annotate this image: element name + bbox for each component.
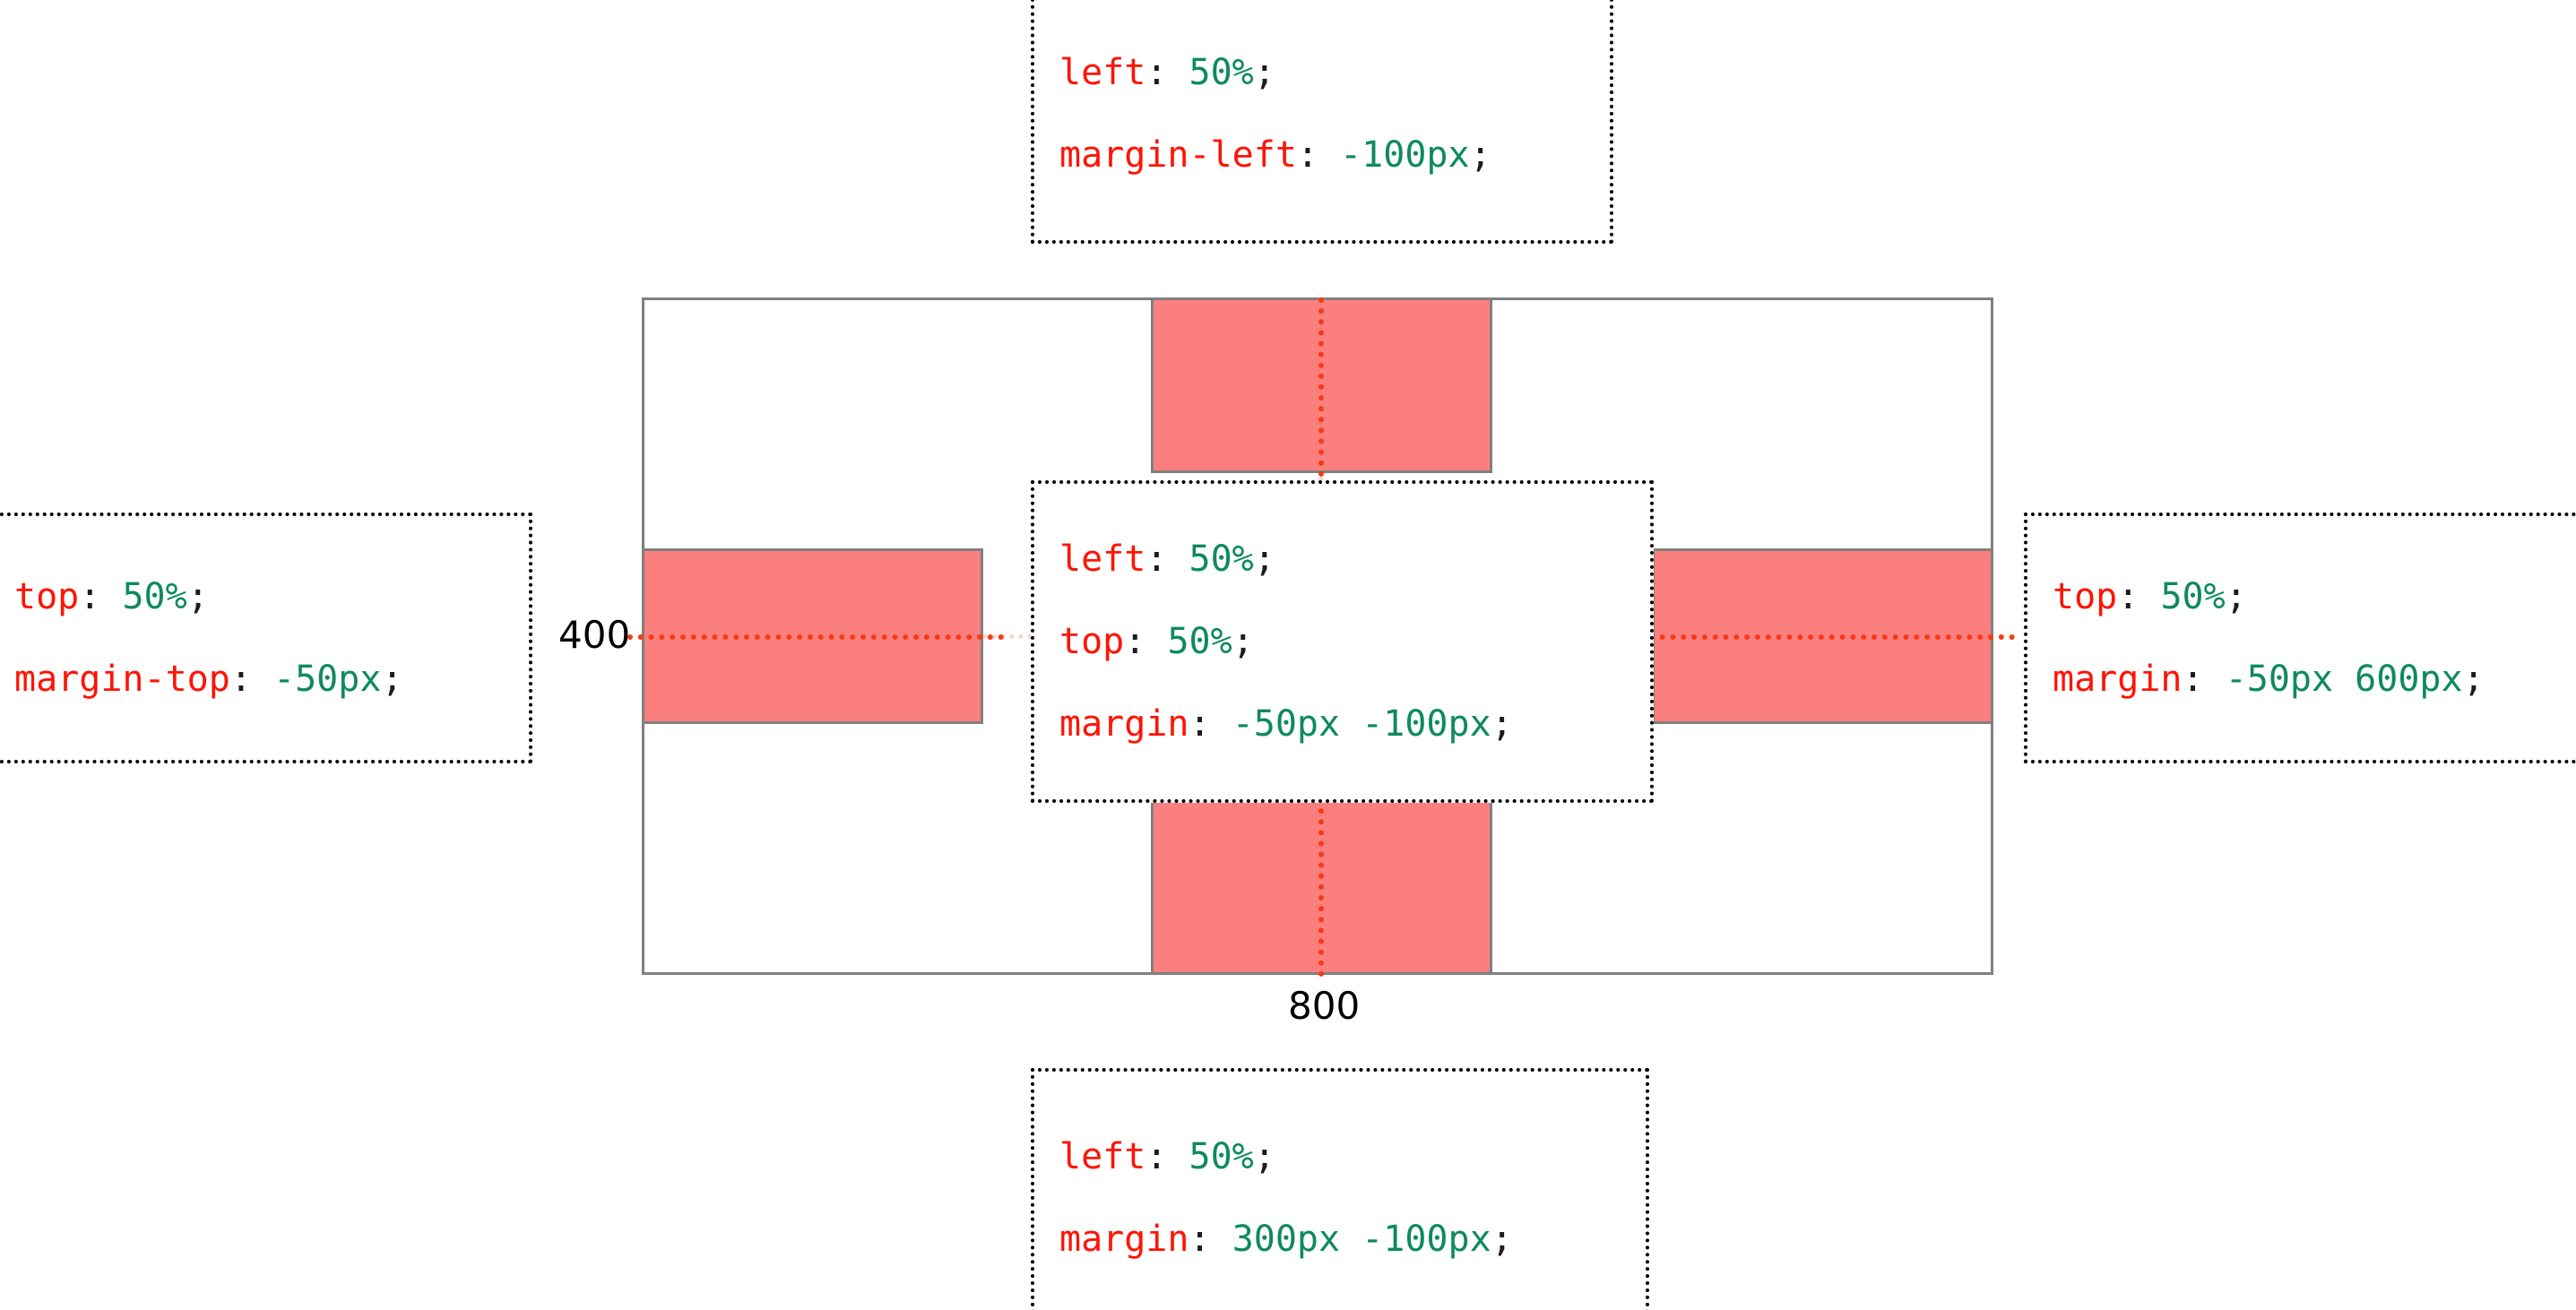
code-line: top: 50%; bbox=[1059, 624, 1625, 659]
right-annotation: top: 50%; margin: -50px 600px; bbox=[2024, 513, 2576, 763]
guide-line-vertical-top bbox=[1318, 297, 1324, 477]
css-property: top bbox=[1059, 621, 1125, 662]
css-separator: : bbox=[229, 659, 252, 700]
css-terminator: ; bbox=[1253, 539, 1275, 580]
code-line: top: 50%; bbox=[2053, 579, 2569, 615]
css-separator: : bbox=[1189, 703, 1211, 745]
container-height-label: 400 bbox=[558, 613, 631, 657]
css-value: -50px 600px bbox=[2225, 659, 2463, 700]
css-property: top bbox=[14, 576, 80, 617]
css-value: 50% bbox=[1189, 1136, 1254, 1177]
css-value: 50% bbox=[1167, 621, 1232, 662]
code-line: left: 50%; bbox=[1059, 55, 1585, 90]
code-line: top: 50%; bbox=[14, 579, 504, 615]
css-terminator: ; bbox=[1253, 52, 1275, 93]
css-separator: : bbox=[1145, 539, 1168, 580]
css-property: margin-top bbox=[14, 659, 230, 700]
bottom-annotation: left: 50%; margin: 300px -100px; bbox=[1031, 1068, 1649, 1310]
guide-line-vertical-bottom bbox=[1318, 797, 1324, 977]
css-terminator: ; bbox=[1491, 1219, 1513, 1260]
css-separator: : bbox=[1189, 1219, 1211, 1260]
code-line: margin-left: -100px; bbox=[1059, 137, 1585, 173]
css-separator: : bbox=[1124, 621, 1146, 662]
css-separator: : bbox=[1145, 52, 1168, 93]
css-property: left bbox=[1059, 1136, 1146, 1177]
css-terminator: ; bbox=[1232, 621, 1254, 662]
css-separator: : bbox=[1296, 134, 1318, 176]
css-terminator: ; bbox=[2225, 576, 2247, 617]
guide-line-horizontal-right bbox=[1638, 634, 2015, 640]
css-property: left bbox=[1059, 539, 1146, 580]
css-terminator: ; bbox=[381, 659, 403, 700]
css-separator: : bbox=[79, 576, 101, 617]
left-annotation: top: 50%; margin-top: -50px; bbox=[0, 513, 532, 763]
css-terminator: ; bbox=[1469, 134, 1491, 176]
css-value: 50% bbox=[2160, 576, 2226, 617]
css-value: 300px -100px bbox=[1232, 1219, 1491, 1260]
code-line: margin: 300px -100px; bbox=[1059, 1221, 1621, 1257]
code-line: left: 50%; bbox=[1059, 541, 1625, 577]
css-terminator: ; bbox=[1253, 1136, 1275, 1177]
code-line: margin-top: -50px; bbox=[14, 661, 504, 697]
code-line: left: 50%; bbox=[1059, 1139, 1621, 1175]
css-property: margin-left bbox=[1059, 134, 1297, 176]
code-line: margin: -50px 600px; bbox=[2053, 661, 2569, 697]
css-property: margin bbox=[1059, 1219, 1189, 1260]
css-property: margin bbox=[1059, 703, 1189, 745]
css-terminator: ; bbox=[2462, 659, 2485, 700]
css-separator: : bbox=[2182, 659, 2204, 700]
css-property: margin bbox=[2053, 659, 2183, 700]
css-value: -100px bbox=[1340, 134, 1470, 176]
css-value: -50px bbox=[273, 659, 382, 700]
css-value: -50px -100px bbox=[1232, 703, 1491, 745]
css-value: 50% bbox=[1189, 52, 1254, 93]
code-line: margin: -50px -100px; bbox=[1059, 706, 1625, 742]
css-terminator: ; bbox=[186, 576, 209, 617]
guide-line-horizontal-left bbox=[627, 634, 1004, 640]
css-property: top bbox=[2053, 576, 2118, 617]
css-property: left bbox=[1059, 52, 1146, 93]
css-value: 50% bbox=[1189, 539, 1254, 580]
top-annotation: left: 50%; margin-left: -100px; bbox=[1031, 0, 1613, 244]
css-terminator: ; bbox=[1491, 703, 1513, 745]
center-annotation: left: 50%; top: 50%; margin: -50px -100p… bbox=[1031, 480, 1654, 803]
container-width-label: 800 bbox=[1288, 984, 1361, 1028]
css-value: 50% bbox=[122, 576, 187, 617]
css-separator: : bbox=[1145, 1136, 1168, 1177]
css-separator: : bbox=[2117, 576, 2139, 617]
